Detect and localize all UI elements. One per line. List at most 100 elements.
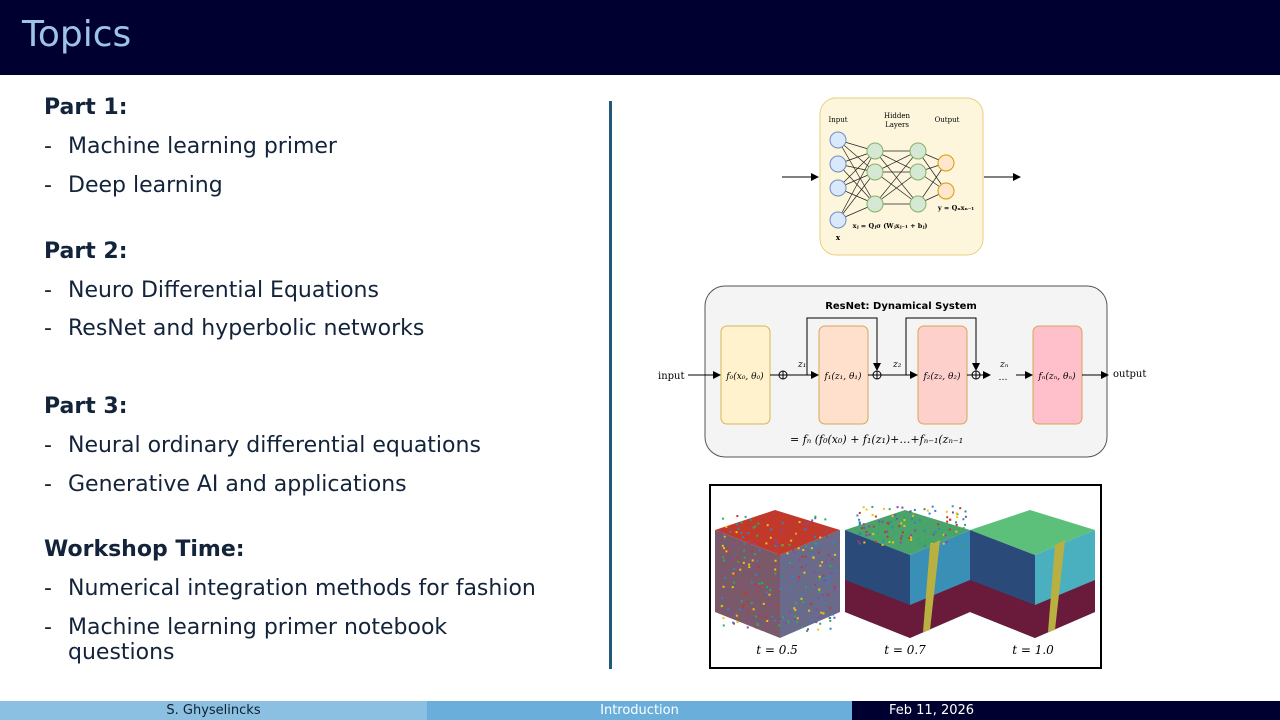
particle <box>804 529 806 531</box>
particle <box>902 531 904 533</box>
particle <box>956 524 958 526</box>
particle <box>959 507 961 509</box>
z2-label: z₂ <box>892 360 902 370</box>
particle <box>789 586 791 588</box>
particle <box>914 522 916 524</box>
particle <box>919 543 921 545</box>
particle <box>722 545 724 547</box>
particle <box>882 544 884 546</box>
particle <box>751 602 753 604</box>
particle <box>774 539 776 541</box>
particle <box>770 537 772 539</box>
particle <box>956 516 958 518</box>
particle <box>914 530 916 532</box>
time-label: t = 0.7 <box>884 643 926 657</box>
particle <box>829 620 831 622</box>
particle <box>919 519 921 521</box>
particle <box>793 551 795 553</box>
particle <box>797 533 799 535</box>
particle <box>738 528 740 530</box>
particle <box>771 548 773 550</box>
particle <box>965 516 967 518</box>
particle <box>805 555 807 557</box>
particle <box>833 617 835 619</box>
particle <box>877 533 879 535</box>
footer-section: Introduction <box>427 701 852 720</box>
particle <box>910 536 912 538</box>
particle <box>898 525 900 527</box>
particle <box>944 534 946 536</box>
particle <box>778 590 780 592</box>
particle <box>747 600 749 602</box>
particle <box>892 541 894 543</box>
particle <box>897 506 899 508</box>
particle <box>751 581 753 583</box>
particle <box>832 614 834 616</box>
nn-eq-hidden: xⱼ = Qⱼσ (Wⱼxⱼ₋₁ + bⱼ) <box>853 222 928 230</box>
particle <box>829 617 831 619</box>
particle <box>810 603 812 605</box>
particle <box>767 524 769 526</box>
particle <box>777 545 779 547</box>
particle <box>732 543 734 545</box>
particle <box>859 524 861 526</box>
particle <box>831 554 833 556</box>
particle <box>858 519 860 521</box>
particle <box>741 522 743 524</box>
particle <box>722 617 724 619</box>
particle <box>753 608 755 610</box>
particle <box>787 620 789 622</box>
particle <box>963 545 965 547</box>
particle <box>759 586 761 588</box>
particle <box>806 630 808 632</box>
particle <box>724 537 726 539</box>
particle <box>749 619 751 621</box>
particle <box>888 541 890 543</box>
particle <box>751 550 753 552</box>
particle <box>813 549 815 551</box>
particle <box>805 565 807 567</box>
particle <box>795 523 797 525</box>
particle <box>821 561 823 563</box>
nn-node <box>830 132 846 148</box>
particle <box>804 523 806 525</box>
particle <box>815 608 817 610</box>
particle <box>949 529 951 531</box>
particle <box>755 586 757 588</box>
particle <box>909 511 911 513</box>
particle <box>775 560 777 562</box>
particle <box>730 613 732 615</box>
particle <box>859 542 861 544</box>
particle <box>892 515 894 517</box>
particle <box>856 514 858 516</box>
footer-date: Feb 11, 2026 <box>852 701 1280 720</box>
particle <box>802 549 804 551</box>
particle <box>725 550 727 552</box>
nn-node <box>910 196 926 212</box>
resnet-figure: ResNet: Dynamical System input output f₀… <box>658 286 1146 457</box>
nn-hidden-label: Layers <box>885 121 909 129</box>
particle <box>863 523 865 525</box>
particle <box>725 526 727 528</box>
particle <box>964 524 966 526</box>
particle <box>797 617 799 619</box>
particle <box>889 508 891 510</box>
particle <box>724 550 726 552</box>
particle <box>826 581 828 583</box>
particle <box>828 554 830 556</box>
particle <box>859 512 861 514</box>
particle <box>811 519 813 521</box>
particle <box>745 516 747 518</box>
nn-node <box>910 164 926 180</box>
particle <box>873 526 875 528</box>
particle <box>757 566 759 568</box>
particle <box>756 591 758 593</box>
particle <box>829 575 831 577</box>
particle <box>859 532 861 534</box>
nn-input-label: Input <box>828 116 847 124</box>
particle <box>721 605 723 607</box>
particle <box>912 515 914 517</box>
particle <box>822 612 824 614</box>
nn-node <box>830 212 846 228</box>
